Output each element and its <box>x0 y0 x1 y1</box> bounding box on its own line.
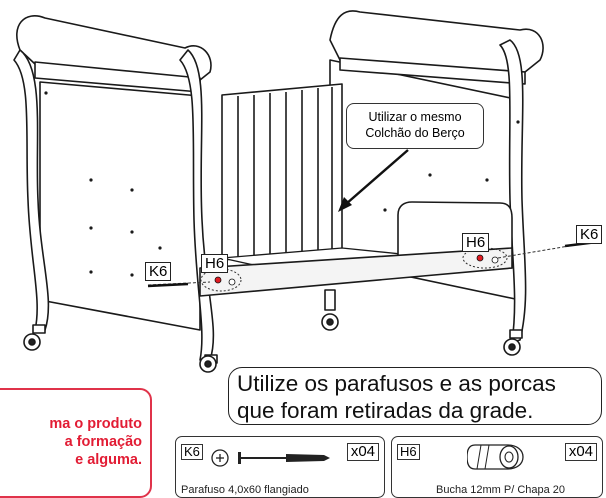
part-box-screw: K6 x04 Parafuso 4,0x60 flangiado <box>175 436 385 498</box>
tag-k6-left: K6 <box>145 262 172 281</box>
front-rail <box>199 247 513 297</box>
crib-slats <box>221 83 343 261</box>
warning-line3: e alguma. <box>75 452 142 468</box>
screws-note-line1: Utilize os parafusos e as porcas <box>237 371 556 396</box>
part-code: H6 <box>397 444 420 460</box>
part-qty: x04 <box>564 443 597 461</box>
arrow-to-mattress <box>338 149 409 212</box>
part-qty: x04 <box>346 443 379 461</box>
mattress-note-line2: Colchão do Berço <box>365 126 465 140</box>
left-side-panel <box>39 81 201 331</box>
tag-h6-right: H6 <box>462 233 490 252</box>
bushing-icon <box>467 444 524 470</box>
caster-wheels <box>23 289 523 373</box>
mattress-note-line1: Utilizar o mesmo <box>368 110 462 124</box>
part-code: K6 <box>181 444 203 460</box>
mattress-note: Utilizar o mesmo Colchão do Berço <box>346 103 484 149</box>
tag-h6-left: H6 <box>201 254 229 273</box>
screws-note: Utilize os parafusos e as porcas que for… <box>228 367 602 425</box>
tag-k6-right: K6 <box>576 225 603 244</box>
warning-line1: ma o produto <box>49 416 142 432</box>
right-headboard-rail <box>329 10 544 73</box>
warning-line2: a formação <box>64 434 142 450</box>
part-box-bushing: H6 x04 Bucha 12mm P/ Chapa 20 <box>391 436 603 498</box>
screw-holes <box>44 91 520 277</box>
screw-icon <box>211 449 330 467</box>
part-desc: Bucha 12mm P/ Chapa 20 <box>436 484 566 496</box>
left-headboard-rail <box>16 15 212 81</box>
warning-box: ma o produto a formação e alguma. <box>0 388 152 498</box>
part-desc: Parafuso 4,0x60 flangiado <box>181 484 309 496</box>
screws-note-line2: que foram retiradas da grade. <box>237 398 534 423</box>
